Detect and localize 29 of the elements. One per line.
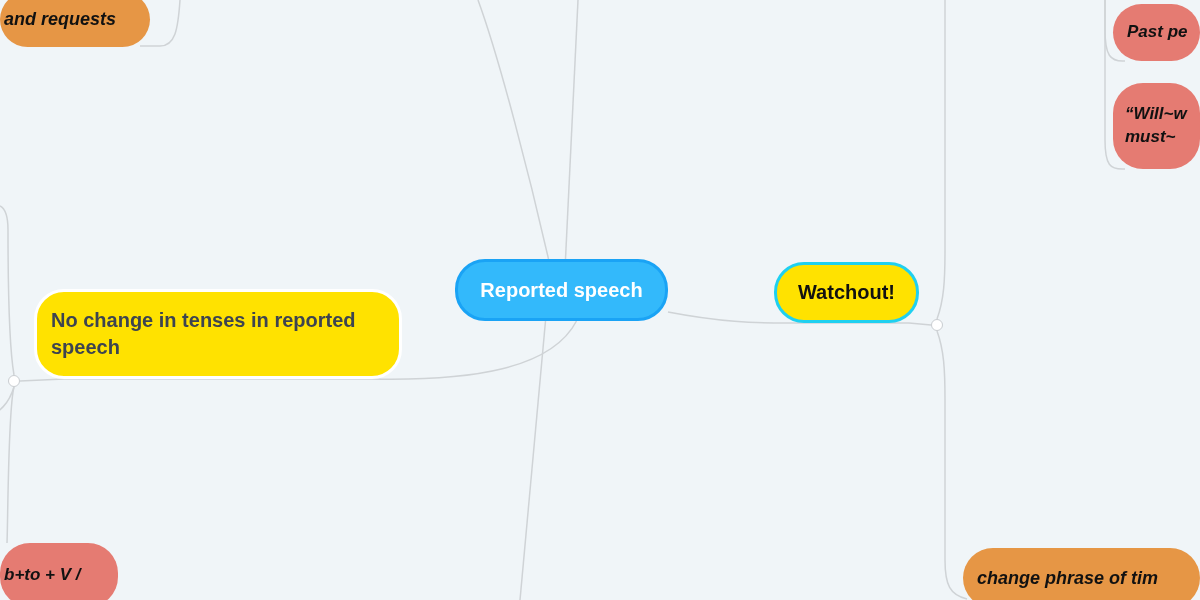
connector-line (936, 330, 968, 600)
connector-line (139, 0, 181, 47)
connector-line (936, 0, 946, 320)
connector-line (519, 320, 547, 600)
connector-line (1104, 0, 1126, 170)
topic-node (963, 548, 1200, 600)
junction-dot (931, 319, 943, 331)
topic-node (455, 259, 668, 321)
topic-node (1113, 83, 1200, 169)
topic-node (0, 0, 150, 47)
topic-node (34, 289, 402, 379)
topic-node (1113, 4, 1200, 61)
topic-text: change phrase of tim (977, 566, 1159, 590)
junction-dot (8, 375, 20, 387)
topic-text: b+to + V / (4, 563, 81, 586)
topic-text: No change in tenses in reported speech (51, 308, 357, 360)
topic-text: “Will~w must~ (1125, 103, 1189, 148)
connector-line (564, 0, 579, 260)
topic-text: Watchout! (798, 280, 895, 305)
topic-node (774, 262, 919, 323)
topic-text: Reported speech (480, 277, 643, 303)
connector-line (477, 0, 550, 260)
topic-text: Past pe (1127, 21, 1188, 44)
connector-line (667, 311, 910, 324)
topic-text: and requests (4, 8, 117, 32)
topic-node (0, 543, 118, 600)
connector-line (6, 386, 15, 544)
connector-line (908, 322, 932, 326)
connector-line (0, 205, 15, 376)
